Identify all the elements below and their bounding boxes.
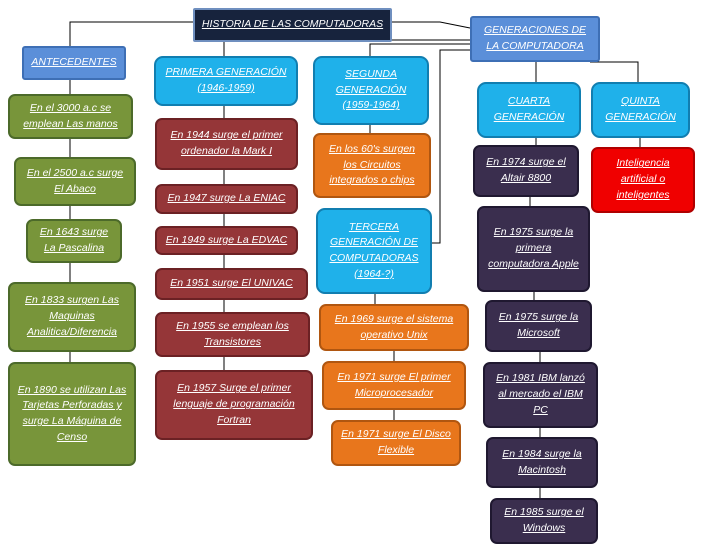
diagram-title: HISTORIA DE LAS COMPUTADORAS (193, 8, 392, 42)
cuarta-generacion-item: En 1984 surge la Macintosh (486, 437, 598, 488)
antecedente-item: En 1643 surge La Pascalina (26, 219, 122, 263)
primera-generacion-item: En 1944 surge el primer ordenador la Mar… (155, 118, 298, 170)
primera-generacion-item: En 1955 se emplean los Transistores (155, 312, 310, 357)
tercera-generacion-item: En 1969 surge el sistema operativo Unix (319, 304, 469, 351)
header-generaciones: GENERACIONES DE LA COMPUTADORA (470, 16, 600, 62)
tercera-generacion-item: En 1971 surge El primer Microprocesador (322, 361, 466, 410)
header-primera-generacion: PRIMERA GENERACIÓN (1946-1959) (154, 56, 298, 106)
header-tercera-generacion: TERCERA GENERACIÓN DE COMPUTADORAS (1964… (316, 208, 432, 294)
quinta-generacion-item: Inteligencia artificial o inteligentes (591, 147, 695, 213)
cuarta-generacion-item: En 1974 surge el Altair 8800 (473, 145, 579, 197)
header-antecedentes: ANTECEDENTES (22, 46, 126, 80)
primera-generacion-item: En 1957 Surge el primer lenguaje de prog… (155, 370, 313, 440)
cuarta-generacion-item: En 1985 surge el Windows (490, 498, 598, 544)
tercera-generacion-item: En 1971 surge El Disco Flexible (331, 420, 461, 466)
segunda-generacion-item: En los 60's surgen los Circuitos integra… (313, 133, 431, 198)
header-quinta-generacion: QUINTA GENERACIÓN (591, 82, 690, 138)
antecedente-item: En el 3000 a.c se emplean Las manos (8, 94, 133, 139)
header-segunda-generacion: SEGUNDA GENERACIÓN (1959-1964) (313, 56, 429, 125)
cuarta-generacion-item: En 1981 IBM lanzó al mercado el IBM PC (483, 362, 598, 428)
primera-generacion-item: En 1949 surge La EDVAC (155, 226, 298, 255)
antecedente-item: En 1890 se utilizan Las Tarjetas Perfora… (8, 362, 136, 466)
primera-generacion-item: En 1947 surge La ENIAC (155, 184, 298, 214)
header-cuarta-generacion: CUARTA GENERACIÓN (477, 82, 581, 138)
antecedente-item: En 1833 surgen Las Maquinas Analitica/Di… (8, 282, 136, 352)
primera-generacion-item: En 1951 surge El UNIVAC (155, 268, 308, 300)
cuarta-generacion-item: En 1975 surge la Microsoft (485, 300, 592, 352)
cuarta-generacion-item: En 1975 surge la primera computadora App… (477, 206, 590, 292)
antecedente-item: En el 2500 a.c surge El Abaco (14, 157, 136, 206)
